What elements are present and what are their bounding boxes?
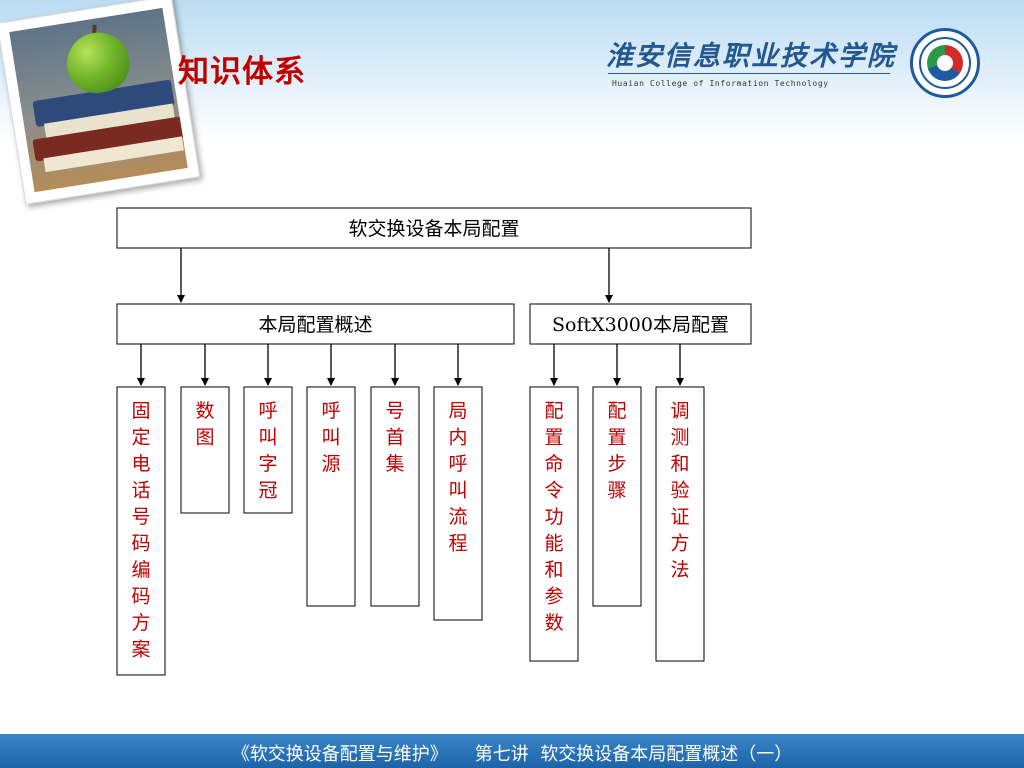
branch-node-0-box: [116, 303, 515, 345]
leaf-node-0-1-label: 数图: [195, 400, 214, 449]
branch-node-1-box: [529, 303, 752, 345]
leaf-node-1-1: 配置步骤: [592, 386, 642, 607]
leaf-node-1-0: 配置命令功能和参数: [529, 386, 579, 662]
footer-bar: [0, 734, 1024, 768]
branch-node-0-label: 本局配置概述: [258, 314, 372, 336]
branch-node-1-label: SoftX3000本局配置: [552, 314, 729, 336]
leaf-node-0-0-box: [116, 386, 166, 676]
emblem-core: [927, 45, 963, 81]
leaf-node-0-2-box: [243, 386, 293, 514]
leaf-node-0-5: 局内呼叫流程: [433, 386, 483, 621]
leaf-node-1-2-box: [655, 386, 705, 662]
logo-divider: [608, 73, 890, 74]
leaf-node-1-1-box: [592, 386, 642, 607]
college-name-cn: 淮安信息职业技术学院: [606, 41, 896, 72]
leaf-node-1-0-box: [529, 386, 579, 662]
leaf-node-1-2-label: 调测和验证方法: [670, 400, 689, 581]
college-name-en: Huaian College of Information Technology: [612, 79, 829, 88]
branch-node-0: 本局配置概述: [116, 303, 515, 345]
leaf-node-0-0-label: 固定电话号码编码方案: [131, 400, 150, 661]
leaf-node-0-5-box: [433, 386, 483, 621]
leaf-node-0-5-label: 局内呼叫流程: [448, 400, 467, 555]
leaf-node-1-1-label: 配置步骤: [607, 400, 626, 502]
leaf-node-1-2: 调测和验证方法: [655, 386, 705, 662]
branch-node-1: SoftX3000本局配置: [529, 303, 752, 345]
root-node-box: [116, 207, 752, 249]
root-node: 软交换设备本局配置: [116, 207, 752, 249]
root-node-label: 软交换设备本局配置: [348, 218, 519, 240]
footer-text: 《软交换设备配置与维护》 第七讲 软交换设备本局配置概述（一）: [231, 744, 793, 765]
leaf-node-0-3: 呼叫源: [306, 386, 356, 607]
college-emblem-icon: [910, 28, 980, 98]
emblem-center: [937, 55, 953, 71]
leaf-node-0-4: 号首集: [370, 386, 420, 607]
leaf-node-0-2: 呼叫字冠: [243, 386, 293, 514]
page-title: 知识体系: [178, 54, 306, 90]
leaf-node-0-3-box: [306, 386, 356, 607]
leaf-node-0-1-box: [180, 386, 230, 514]
leaf-node-0-4-box: [370, 386, 420, 607]
leaf-node-1-0-label: 配置命令功能和参数: [544, 400, 563, 634]
leaf-node-0-0: 固定电话号码编码方案: [116, 386, 166, 676]
leaf-node-0-3-label: 呼叫源: [321, 400, 340, 475]
emblem-ring: [919, 37, 971, 89]
leaf-node-0-4-label: 号首集: [385, 400, 404, 475]
leaf-node-0-1: 数图: [180, 386, 230, 514]
leaf-node-0-2-label: 呼叫字冠: [258, 400, 277, 502]
diagram-links: [137, 248, 684, 386]
